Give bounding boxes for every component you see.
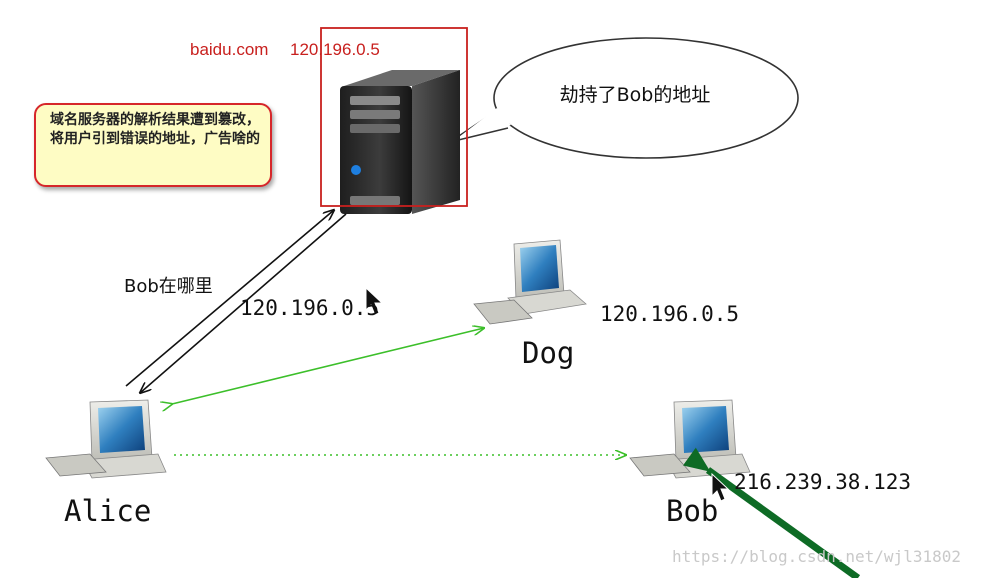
bob-ip-label: 216.239.38.123: [734, 470, 912, 494]
dog-computer-icon: [473, 239, 587, 325]
mouse-cursor-icon: [365, 286, 384, 316]
alice-computer-icon: [45, 399, 167, 479]
server-icon: [340, 70, 460, 214]
query-question-label: Bob在哪里: [124, 276, 213, 297]
alice-name-label: Alice: [64, 494, 152, 528]
attack-arrow: [682, 447, 861, 578]
dog-ip-label: 120.196.0.5: [600, 302, 740, 326]
dns-ip-label: 120.196.0.5: [290, 40, 380, 59]
bob-computer-icon: [629, 399, 751, 479]
server-highlight-box: [320, 27, 468, 207]
dns-domain-label: baidu.com: [190, 40, 269, 59]
dog-name-label: Dog: [522, 336, 575, 370]
bubble-text: 劫持了Bob的地址: [559, 84, 711, 106]
speech-bubble: [449, 37, 799, 159]
query-answer-ip: 120.196.0.5: [240, 296, 380, 320]
watermark: https://blog.csdn.net/wjl31802: [672, 547, 961, 566]
bob-name-label: Bob: [666, 494, 719, 528]
hijacked-connection-arrow: [172, 328, 484, 404]
tampering-note: 域名服务器的解析结果遭到篡改，将用户引到错误的地址，广告啥的: [34, 103, 272, 187]
tampering-note-text: 域名服务器的解析结果遭到篡改，将用户引到错误的地址，广告啥的: [50, 112, 260, 147]
mouse-cursor-icon: [711, 472, 730, 502]
